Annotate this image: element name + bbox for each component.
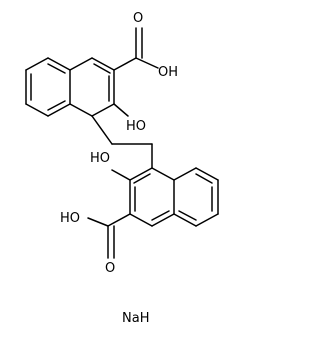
top-carbonyl-oxygen-label: O <box>133 11 143 26</box>
chemical-structure-diagram: O OH HO HO <box>25 11 219 326</box>
methylene-bridge <box>91 115 153 169</box>
top-carboxyl-group <box>113 27 159 71</box>
top-phenol-bond <box>113 103 129 117</box>
bottom-carboxyl-group <box>87 213 131 259</box>
bottom-naphthalene-outer-ring <box>173 167 219 227</box>
top-naphthalene-outer-ring <box>25 57 71 117</box>
top-phenol-hydroxyl-label: HO <box>126 119 146 134</box>
top-acid-hydroxyl-label: OH <box>158 65 178 80</box>
bottom-naphthalene-inner-ring <box>129 167 175 227</box>
bottom-phenol-hydroxyl-label: HO <box>90 151 110 166</box>
counterion-label: NaH <box>122 311 149 326</box>
bottom-carbonyl-oxygen-label: O <box>105 261 115 276</box>
top-naphthalene-inner-ring <box>69 57 115 117</box>
bottom-acid-hydroxyl-label: HO <box>60 211 80 226</box>
bottom-phenol-bond <box>111 169 131 181</box>
